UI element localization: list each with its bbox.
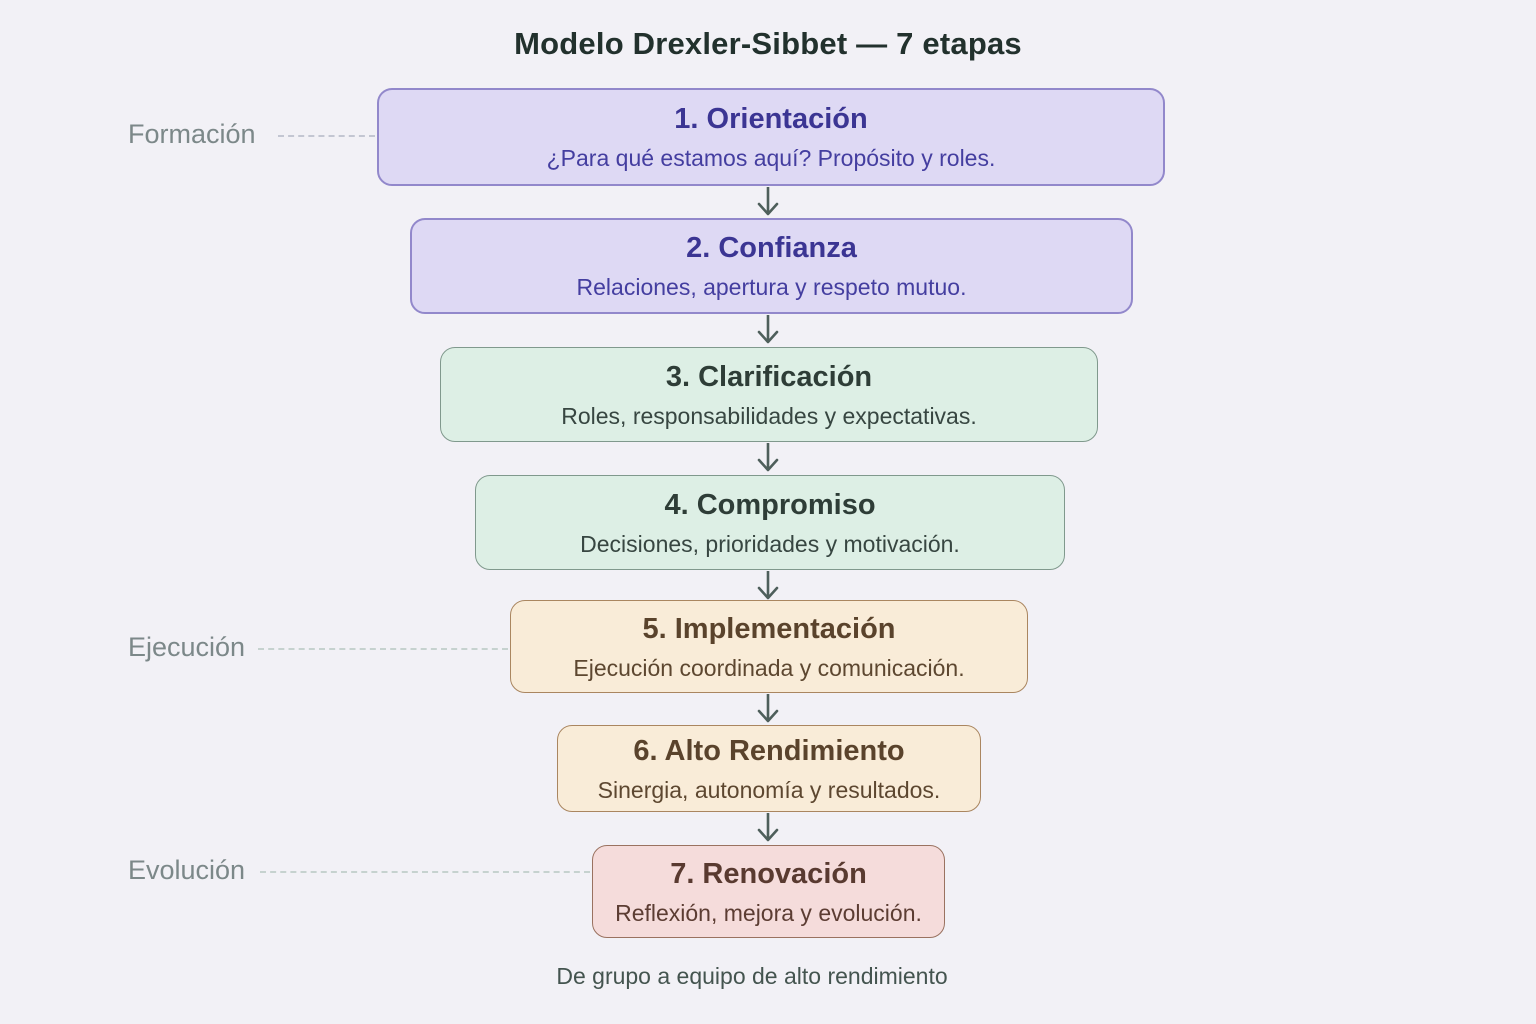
- stage-title: 6. Alto Rendimiento: [633, 734, 905, 767]
- stage-subtitle: Decisiones, prioridades y motivación.: [580, 530, 960, 557]
- stage-subtitle: Sinergia, autonomía y resultados.: [597, 776, 941, 803]
- stage-box-confianza: 2. Confianza Relaciones, apertura y resp…: [410, 218, 1133, 314]
- arrow-down-icon: [756, 571, 780, 601]
- stage-box-renovacion: 7. Renovación Reflexión, mejora y evoluc…: [592, 845, 945, 938]
- stage-subtitle: Roles, responsabilidades y expectativas.: [561, 402, 977, 429]
- stage-title: 1. Orientación: [674, 103, 868, 135]
- stage-title: 7. Renovación: [670, 857, 867, 890]
- arrow-down-icon: [756, 694, 780, 724]
- phase-label-ejecucion: Ejecución: [128, 632, 246, 662]
- stage-box-alto-rendimiento: 6. Alto Rendimiento Sinergia, autonomía …: [557, 725, 981, 812]
- arrow-down-icon: [756, 443, 780, 473]
- stage-title: 4. Compromiso: [664, 488, 876, 521]
- phase-connector-ejecucion: [258, 648, 508, 650]
- stage-subtitle: Relaciones, apertura y respeto mutuo.: [576, 274, 967, 301]
- arrow-down-icon: [756, 315, 780, 345]
- phase-connector-evolucion: [260, 871, 590, 873]
- stage-subtitle: Reflexión, mejora y evolución.: [615, 899, 922, 926]
- stage-box-orientacion: 1. Orientación ¿Para qué estamos aquí? P…: [377, 88, 1165, 186]
- diagram-caption: De grupo a equipo de alto rendimiento: [556, 963, 948, 989]
- arrow-down-icon: [756, 187, 780, 217]
- arrow-down-icon: [756, 813, 780, 843]
- stage-title: 2. Confianza: [686, 232, 857, 264]
- phase-label-formacion: Formación: [128, 119, 256, 149]
- phase-connector-formacion: [278, 135, 375, 137]
- stage-title: 5. Implementación: [642, 612, 896, 645]
- stage-title: 3. Clarificación: [665, 360, 873, 393]
- stage-box-compromiso: 4. Compromiso Decisiones, prioridades y …: [475, 475, 1065, 570]
- stage-subtitle: Ejecución coordinada y comunicación.: [573, 654, 965, 681]
- stage-box-implementacion: 5. Implementación Ejecución coordinada y…: [510, 600, 1028, 693]
- phase-label-evolucion: Evolución: [128, 855, 246, 885]
- diagram-title: Modelo Drexler-Sibbet — 7 etapas: [514, 26, 1022, 61]
- stage-subtitle: ¿Para qué estamos aquí? Propósito y role…: [546, 145, 996, 172]
- stage-box-clarificacion: 3. Clarificación Roles, responsabilidade…: [440, 347, 1098, 442]
